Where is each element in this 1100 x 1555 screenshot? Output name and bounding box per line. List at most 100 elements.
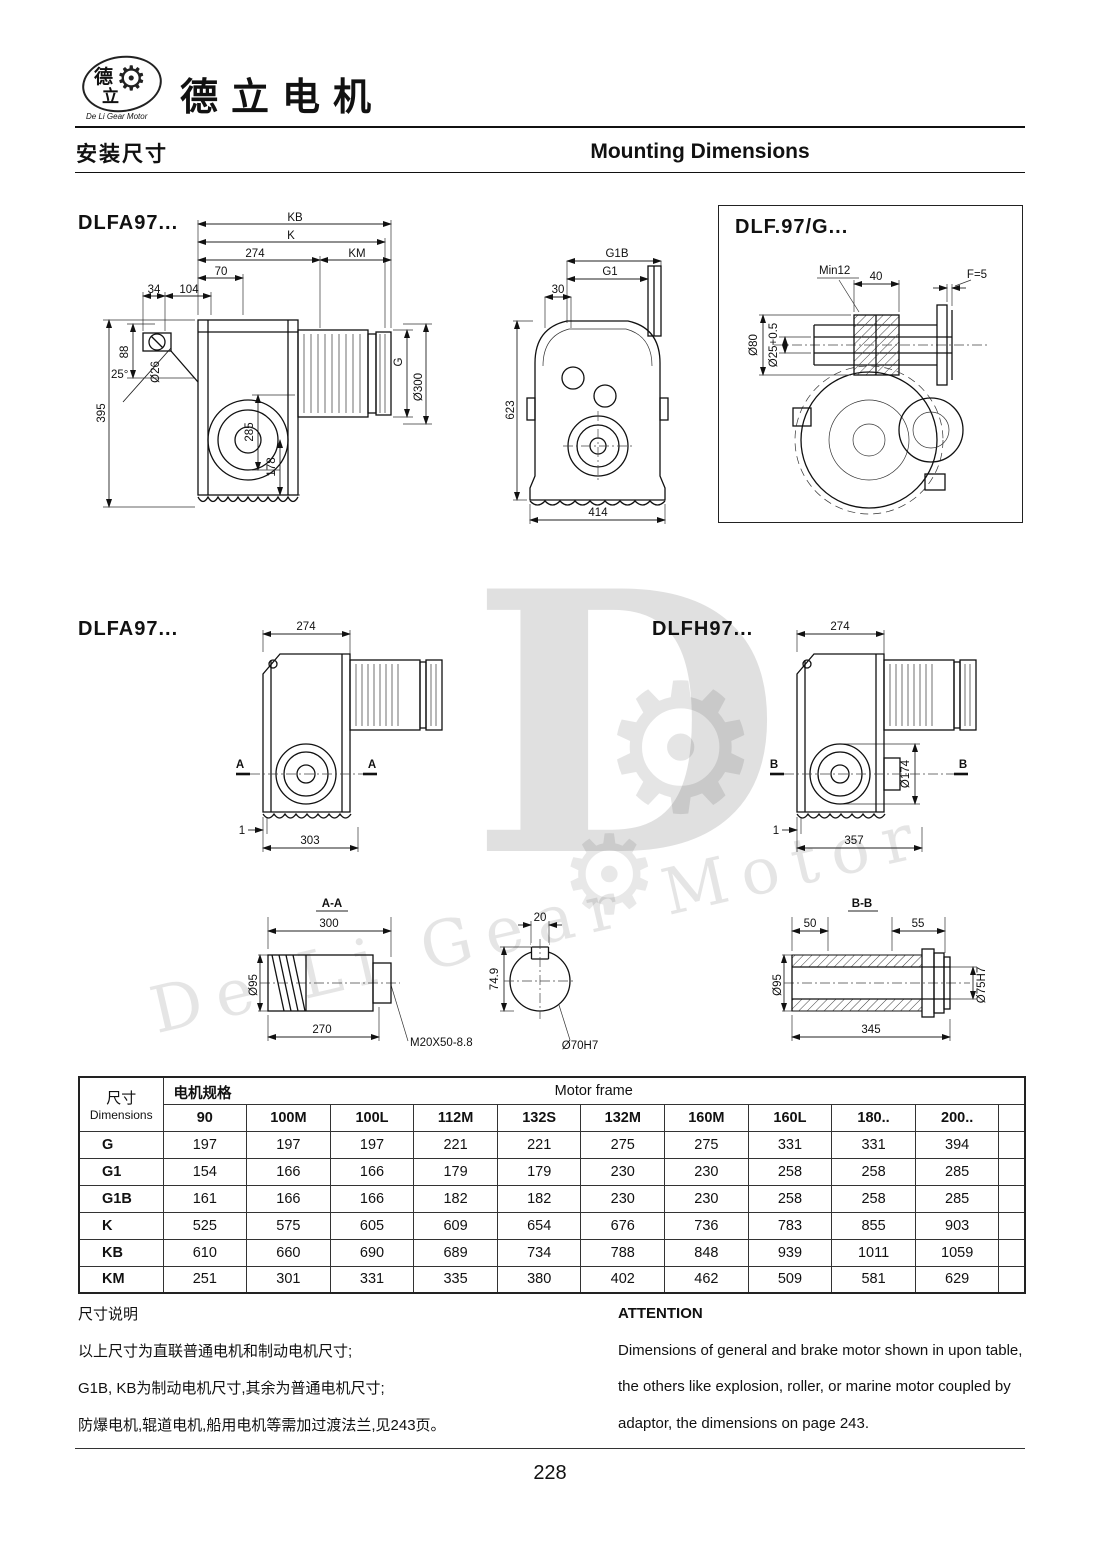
col-header-112m: 112M <box>413 1103 498 1132</box>
notes-zh: 尺寸说明 以上尺寸为直联普通电机和制动电机尺寸; G1B, KB为制动电机尺寸,… <box>78 1296 558 1444</box>
dim-40: 40 <box>870 271 883 283</box>
table-cell: 848 <box>664 1238 749 1267</box>
dim-o25: Ø25+0.5 <box>768 323 780 367</box>
logo-char-de: 德 <box>94 67 114 88</box>
table-cell: 258 <box>747 1184 833 1213</box>
frame-label-zh: 电机规格 <box>173 1086 232 1102</box>
row-label: KM <box>78 1265 164 1294</box>
dim-74-9: 74.9 <box>489 968 501 990</box>
row-label: K <box>78 1211 164 1240</box>
table-cell: 166 <box>329 1157 415 1186</box>
dimensions-table: 尺寸 Dimensions 电机规格 Motor frame 90 100M 1… <box>78 1076 1027 1294</box>
table-cell: 525 <box>162 1211 248 1240</box>
table-header-row-1: 尺寸 Dimensions 电机规格 Motor frame <box>78 1076 1026 1132</box>
notes-en-line-2: the others like explosion, roller, or ma… <box>618 1378 1011 1395</box>
table-cell: 230 <box>580 1157 666 1186</box>
col-header-100l: 100L <box>329 1103 415 1132</box>
table-cell: 734 <box>496 1238 582 1267</box>
footer-rule <box>75 1448 1025 1449</box>
table-cell: 783 <box>747 1211 833 1240</box>
table-cell: 179 <box>413 1157 498 1186</box>
dim-395: 395 <box>96 403 108 422</box>
table-cell-empty <box>998 1103 1026 1132</box>
motor-ribs <box>303 334 386 413</box>
table-cell: 402 <box>580 1265 666 1294</box>
dim-o80: Ø80 <box>748 334 760 356</box>
dim-o95: Ø95 <box>772 974 784 996</box>
dim-345: 345 <box>861 1024 880 1036</box>
watermark-letter: D <box>470 513 783 936</box>
table-cell: 221 <box>413 1130 498 1159</box>
notes-en-line-3: adaptor, the dimensions on page 243. <box>618 1414 870 1432</box>
col-header-132s: 132S <box>496 1103 582 1132</box>
col-header-160m: 160M <box>664 1103 749 1132</box>
table-cell: 605 <box>329 1211 415 1240</box>
dim-label-en: Dimensions <box>89 1107 153 1122</box>
dim-o300: Ø300 <box>413 373 425 401</box>
table-row-km: KM 251 301 331 335 380 402 462 509 581 6… <box>78 1265 1026 1294</box>
table-cell: 509 <box>747 1265 833 1294</box>
page-title-en: Mounting Dimensions <box>590 140 810 163</box>
dim-274: 274 <box>830 621 850 633</box>
dimension-lines <box>106 221 429 508</box>
drawing-section-bb: B-B 50 55 <box>772 898 988 1041</box>
dim-thread-m20: M20X50-8.8 <box>410 1037 473 1049</box>
gearbox-outline <box>262 653 443 819</box>
table-cell-empty <box>998 1238 1026 1267</box>
table-cell: 462 <box>664 1265 749 1294</box>
notes-en: ATTENTION Dimensions of general and brak… <box>618 1296 1038 1442</box>
drawing-box-dlf97g: DLF.97/G... <box>718 205 1023 523</box>
table-cell: 275 <box>664 1130 749 1159</box>
table-cell-empty <box>998 1130 1026 1159</box>
dim-o75h7: Ø75H7 <box>976 967 988 1003</box>
table-cell: 182 <box>496 1184 582 1213</box>
drawing-dlfa97-section-view: 274 A A 1 303 <box>236 621 443 852</box>
table-cell: 660 <box>246 1238 331 1267</box>
dim-g: G <box>393 357 405 366</box>
table-cell: 166 <box>246 1184 331 1213</box>
dimension-lines <box>760 281 966 376</box>
table-cell: 258 <box>831 1184 916 1213</box>
table-cell: 301 <box>246 1265 331 1294</box>
table-cell: 275 <box>580 1130 666 1159</box>
dim-o174: Ø174 <box>900 759 912 788</box>
logo-char-li: 立 <box>102 87 119 106</box>
section-mark-a-right: A <box>368 759 376 771</box>
drawing-label-dlfa97-mid: DLFA97... <box>78 618 179 640</box>
dim-50: 50 <box>804 918 817 930</box>
table-cell: 331 <box>747 1130 833 1159</box>
output-shaft-outline <box>267 954 392 1012</box>
dimension-lines <box>248 631 359 851</box>
dimensions-header-cell: 尺寸 Dimensions <box>78 1076 164 1132</box>
row-label: KB <box>78 1238 164 1267</box>
table-cell: 690 <box>329 1238 415 1267</box>
table-cell: 258 <box>831 1157 916 1186</box>
drawing-label-dlfh97: DLFH97... <box>652 618 754 640</box>
dim-414: 414 <box>588 507 608 519</box>
row-label: G <box>78 1130 164 1159</box>
table-cell: 335 <box>413 1265 498 1294</box>
dim-178: 178 <box>266 457 278 476</box>
table-cell: 285 <box>914 1184 1000 1213</box>
header-rule <box>75 126 1025 128</box>
table-cell: 629 <box>914 1265 1000 1294</box>
row-label: G1B <box>78 1184 164 1213</box>
housing-outline <box>526 265 669 506</box>
table-cell: 331 <box>831 1130 916 1159</box>
dim-274: 274 <box>296 621 316 633</box>
table-cell: 581 <box>831 1265 916 1294</box>
notes-en-title: ATTENTION <box>618 1305 703 1322</box>
dim-1: 1 <box>239 825 245 837</box>
table-cell: 331 <box>329 1265 415 1294</box>
dim-km: KM <box>348 248 365 260</box>
table-cell: 676 <box>580 1211 666 1240</box>
col-header-180: 180.. <box>831 1103 916 1132</box>
col-header-132m: 132M <box>580 1103 666 1132</box>
table-row-k: K 525 575 605 609 654 676 736 783 855 90… <box>78 1211 1026 1240</box>
dimension-lines <box>514 258 666 523</box>
dim-623: 623 <box>505 400 517 419</box>
notes-en-line-1: Dimensions of general and brake motor sh… <box>618 1341 1023 1359</box>
extension-lines <box>759 277 972 376</box>
table-cell: 610 <box>162 1238 248 1267</box>
dim-357: 357 <box>844 835 863 847</box>
